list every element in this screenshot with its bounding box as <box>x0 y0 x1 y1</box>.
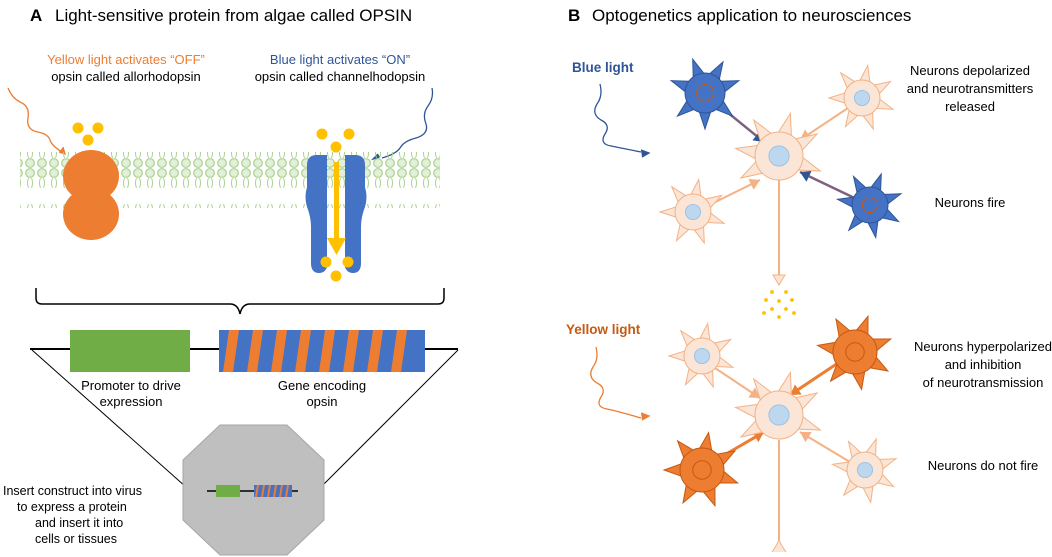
insert-label-line1: Insert construct into virus <box>3 484 142 498</box>
promoter-box <box>70 330 190 372</box>
neuron-pale-bottom-right <box>830 437 898 505</box>
virus-capsid <box>182 424 325 556</box>
panel-b-title: Optogenetics application to neuroscience… <box>592 6 911 25</box>
axon-terminal-top <box>772 274 786 286</box>
hyperpolarized-line2: and inhibition <box>945 357 1022 372</box>
blue-light-wavy-arrow <box>594 83 651 158</box>
neuron-orange-top-right <box>816 314 893 391</box>
hyperpolarized-line1: Neurons hyperpolarized <box>914 339 1052 354</box>
neuron-blue-top-left <box>669 57 741 131</box>
yellow-light-wavy-arrow <box>590 346 651 421</box>
channelhodopsin-protein <box>305 128 367 282</box>
virus-construct <box>207 484 298 498</box>
insert-label-line2: to express a protein <box>17 500 127 514</box>
neuron-orange-bottom-left <box>662 431 740 508</box>
zoom-line-right <box>320 349 459 488</box>
neuron-center-top <box>734 111 822 181</box>
gene-box <box>219 330 425 372</box>
blue-light-arrow <box>370 87 434 161</box>
blue-light-label: Blue light activates “ON” <box>270 52 410 67</box>
panel-a-title: Light-sensitive protein from algae calle… <box>55 6 412 25</box>
hyperpolarized-line3: of neurotransmission <box>923 375 1044 390</box>
yellow-light-arrow <box>7 87 66 156</box>
neuron-pale-top-right <box>827 63 895 131</box>
gene-label-line1: Gene encoding <box>278 378 366 393</box>
axon-terminal-bottom <box>771 537 787 553</box>
neurons-do-not-fire: Neurons do not fire <box>928 458 1039 473</box>
neurons-fire: Neurons fire <box>935 195 1006 210</box>
allorhodopsin-protein <box>63 122 119 240</box>
depolarized-line2: and neurotransmitters <box>907 81 1034 96</box>
neuron-pale-top-left-bottom <box>667 321 735 389</box>
neuron-pale-left-top <box>658 177 726 245</box>
depolarized-line1: Neurons depolarized <box>910 63 1030 78</box>
insert-label-line3: and insert it into <box>35 516 123 530</box>
allorhodopsin-label: opsin called allorhodopsin <box>51 69 201 84</box>
yellow-light-label: Yellow light activates “OFF” <box>47 52 205 67</box>
yellow-light-title: Yellow light <box>566 322 641 337</box>
gene-label-line2: opsin <box>306 394 337 409</box>
channelhodopsin-label: opsin called channelhodopsin <box>255 69 426 84</box>
promoter-label-line1: Promoter to drive <box>81 378 181 393</box>
panel-b-letter: B <box>568 6 580 25</box>
zoom-line-left <box>31 349 187 488</box>
blue-light-title: Blue light <box>572 60 634 75</box>
panel-a-letter: A <box>30 6 42 25</box>
promoter-label-line2: expression <box>100 394 163 409</box>
neuron-center-bottom <box>734 370 822 440</box>
construct-brace <box>35 288 445 315</box>
insert-label-line4: cells or tissues <box>35 532 117 546</box>
depolarized-line3: released <box>945 99 995 114</box>
neurotransmitter-release <box>762 290 796 319</box>
neuron-blue-right <box>835 172 903 240</box>
